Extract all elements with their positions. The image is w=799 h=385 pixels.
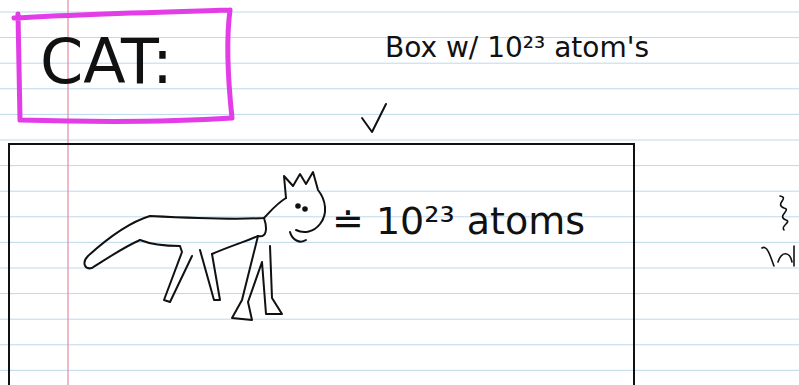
margin-scribble [762,196,794,266]
title-holder: CAT: [40,28,173,96]
box-content: ≐ 10²³ atoms [332,201,585,243]
box-outline: Box w/ 10²³ atom's≐ 10²³ atoms [8,143,635,385]
cat-drawing [85,172,326,320]
ruled-line [0,268,799,269]
ruled-line [0,191,799,192]
ruled-line [0,140,799,141]
title-text: CAT: [40,28,173,96]
ruled-lines [0,12,799,370]
box-heading: Box w/ 10²³ atom's [385,33,649,64]
box-content-holder: ≐ 10²³ atoms [332,201,585,243]
ruled-line [0,319,799,320]
ruled-line [0,165,799,166]
ruled-line [0,293,799,294]
pointer-tick [362,104,386,132]
ruled-line [0,370,799,371]
title-frame [14,10,232,121]
box-heading-holder: Box w/ 10²³ atom's [385,33,649,64]
ruled-line [0,114,799,115]
ruled-line [0,344,799,345]
